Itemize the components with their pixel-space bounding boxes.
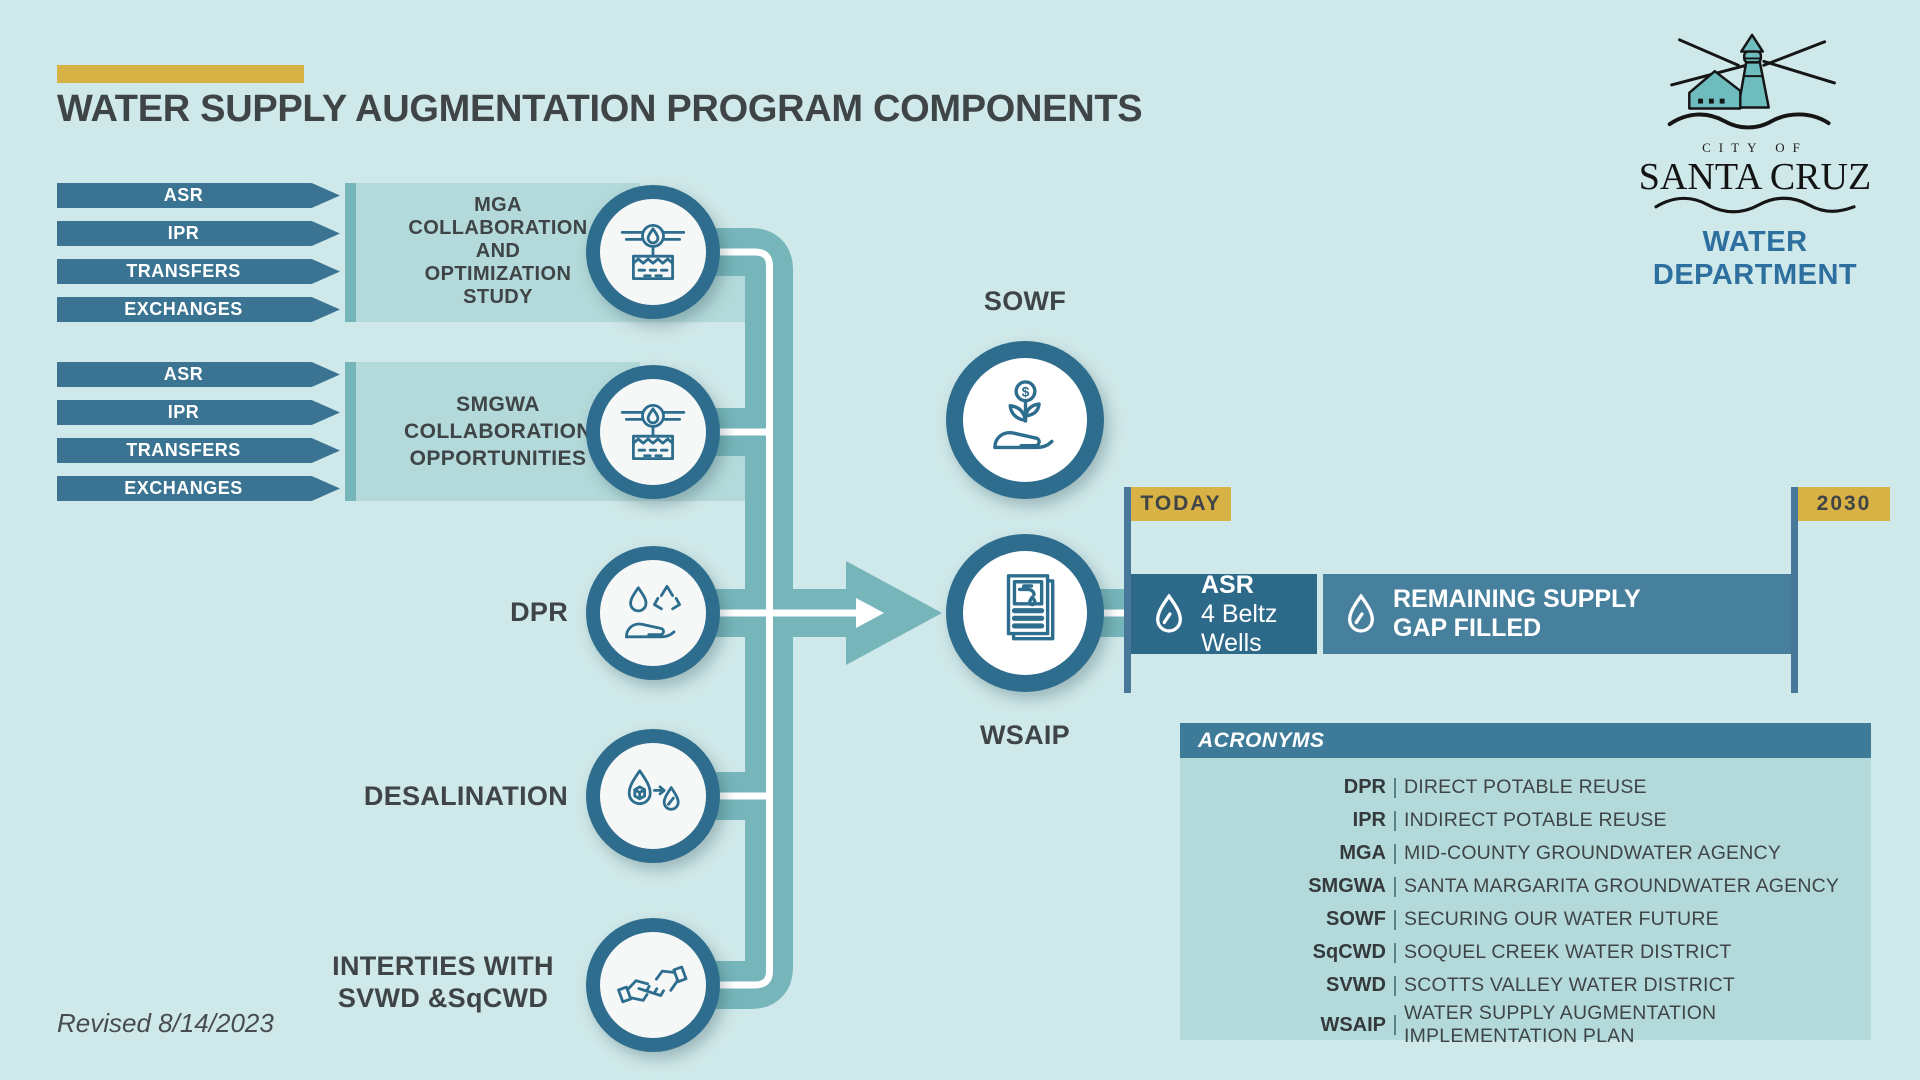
feeder-arrow-asr-2: ASR — [57, 362, 340, 387]
timeline-bar-asr-text: ASR 4 Beltz Wells — [1201, 571, 1317, 658]
acronym-abbr: WSAIP — [1320, 1013, 1386, 1036]
acronym-abbr: SqCWD — [1312, 941, 1386, 963]
asr-bar-title: ASR — [1201, 570, 1254, 599]
acronym-row: IPR INDIRECT POTABLE REUSE — [1180, 804, 1871, 837]
acronym-definition: DIRECT POTABLE REUSE — [1404, 776, 1647, 798]
sowf-label: SOWF — [983, 286, 1067, 316]
acronym-row: MGA MID-COUNTY GROUNDWATER AGENCY — [1180, 837, 1871, 870]
logo-dept-line1: WATER — [1702, 226, 1808, 258]
acronyms-panel: DPR DIRECT POTABLE REUSE IPR INDIRECT PO… — [1180, 758, 1871, 1047]
mga-box-label: MGA COLLABORATION AND OPTIMIZATION STUDY — [356, 183, 640, 309]
feeder-arrow-transfers-2: TRANSFERS — [57, 438, 340, 463]
acronym-divider — [1394, 909, 1396, 930]
feeder-arrow-ipr-2: IPR — [57, 400, 340, 425]
timeline-2030-flag: 2030 — [1798, 487, 1890, 521]
acronym-definition: INDIRECT POTABLE REUSE — [1404, 809, 1667, 831]
smgwa-box-edge — [345, 362, 356, 501]
acronym-divider — [1394, 975, 1396, 996]
acronym-divider — [1394, 777, 1396, 798]
smgwa-box-line: OPPORTUNITIES — [409, 447, 587, 470]
acronym-abbr: SMGWA — [1308, 875, 1386, 897]
logo-santa-cruz: SANTA CRUZ — [1638, 156, 1872, 198]
smgwa-box-line: SMGWA — [456, 393, 540, 416]
mga-box-line: STUDY — [463, 286, 533, 308]
acronyms-header: ACRONYMS — [1180, 723, 1871, 758]
water-drop-icon — [1156, 593, 1182, 633]
acronym-definition: WATER SUPPLY AUGMENTATION IMPLEMENTATION… — [1404, 1002, 1717, 1047]
acronym-definition: SECURING OUR WATER FUTURE — [1404, 908, 1719, 930]
desalination-label: DESALINATION — [363, 781, 568, 811]
logo-dept-line2: DEPARTMENT — [1652, 259, 1858, 291]
timeline-bar-remaining-text: REMAINING SUPPLY GAP FILLED — [1393, 585, 1641, 643]
smgwa-box-label: SMGWA COLLABORATION OPPORTUNITIES — [356, 362, 640, 472]
lighthouse-icon — [1667, 33, 1836, 130]
mga-box-line: OPTIMIZATION — [424, 263, 572, 285]
feeder-arrow-asr-1: ASR — [57, 183, 340, 208]
acronym-divider — [1394, 876, 1396, 897]
title-accent-bar — [57, 65, 304, 83]
revised-date: Revised 8/14/2023 — [57, 1008, 274, 1038]
acronym-abbr: IPR — [1352, 809, 1386, 831]
acronym-row: SMGWA SANTA MARGARITA GROUNDWATER AGENCY — [1180, 870, 1871, 903]
santa-cruz-logo: CITY OF SANTA CRUZ WATER DEPARTMENT — [1636, 30, 1874, 292]
acronym-divider — [1394, 843, 1396, 864]
acronym-row: SqCWD SOQUEL CREEK WATER DISTRICT — [1180, 936, 1871, 969]
acronym-row: WSAIP WATER SUPPLY AUGMENTATION IMPLEMEN… — [1180, 1002, 1871, 1047]
feeder-arrow-exchanges-1: EXCHANGES — [57, 297, 340, 322]
timeline-today-flag: TODAY — [1131, 487, 1231, 521]
smgwa-box-line: COLLABORATION — [404, 420, 592, 443]
interties-label-line1: INTERTIES WITH — [332, 951, 554, 981]
timeline-bar-asr: ASR 4 Beltz Wells — [1131, 571, 1317, 657]
acronym-abbr: SOWF — [1326, 908, 1386, 930]
logo-city-of: CITY OF — [1702, 140, 1808, 155]
mga-box-line: MGA — [474, 194, 522, 216]
timeline-end-line — [1791, 487, 1798, 693]
page-title: WATER SUPPLY AUGMENTATION PROGRAM COMPON… — [57, 88, 1143, 130]
logo-wave — [1654, 196, 1856, 214]
water-drop-icon — [1348, 593, 1374, 633]
acronym-divider — [1394, 1015, 1396, 1035]
dpr-label: DPR — [510, 597, 568, 627]
acronym-definition: SOQUEL CREEK WATER DISTRICT — [1404, 941, 1732, 963]
acronym-definition: SANTA MARGARITA GROUNDWATER AGENCY — [1404, 875, 1840, 897]
acronym-definition: MID-COUNTY GROUNDWATER AGENCY — [1404, 842, 1782, 864]
mga-box-edge — [345, 183, 356, 322]
feeder-arrow-ipr-1: IPR — [57, 221, 340, 246]
acronym-divider — [1394, 810, 1396, 831]
acronym-abbr: MGA — [1339, 842, 1386, 864]
main-arrowhead-inner — [856, 598, 884, 628]
feeder-arrow-transfers-1: TRANSFERS — [57, 259, 340, 284]
asr-bar-subtitle: 4 Beltz Wells — [1201, 599, 1278, 657]
remaining-bar-title: REMAINING SUPPLY — [1393, 585, 1641, 613]
acronym-row: SOWF SECURING OUR WATER FUTURE — [1180, 903, 1871, 936]
acronym-row: SVWD SCOTTS VALLEY WATER DISTRICT — [1180, 969, 1871, 1002]
timeline-start-line — [1124, 487, 1131, 693]
acronym-row: DPR DIRECT POTABLE REUSE — [1180, 771, 1871, 804]
acronym-definition: SCOTTS VALLEY WATER DISTRICT — [1404, 974, 1736, 996]
interties-label: INTERTIES WITH SVWD &SqCWD — [318, 950, 568, 1014]
timeline-bar-remaining: REMAINING SUPPLY GAP FILLED — [1323, 574, 1791, 654]
remaining-bar-subtitle: GAP FILLED — [1393, 614, 1542, 642]
acronym-divider — [1394, 942, 1396, 963]
main-arrowhead — [846, 561, 942, 665]
acronym-abbr: DPR — [1343, 776, 1386, 798]
wsaip-label: WSAIP — [979, 720, 1070, 750]
acronym-abbr: SVWD — [1326, 974, 1386, 996]
mga-box-line: COLLABORATION — [408, 217, 588, 239]
feeder-arrow-exchanges-2: EXCHANGES — [57, 476, 340, 501]
mga-box-line: AND — [475, 240, 521, 262]
interties-label-line2: SVWD &SqCWD — [337, 983, 549, 1013]
